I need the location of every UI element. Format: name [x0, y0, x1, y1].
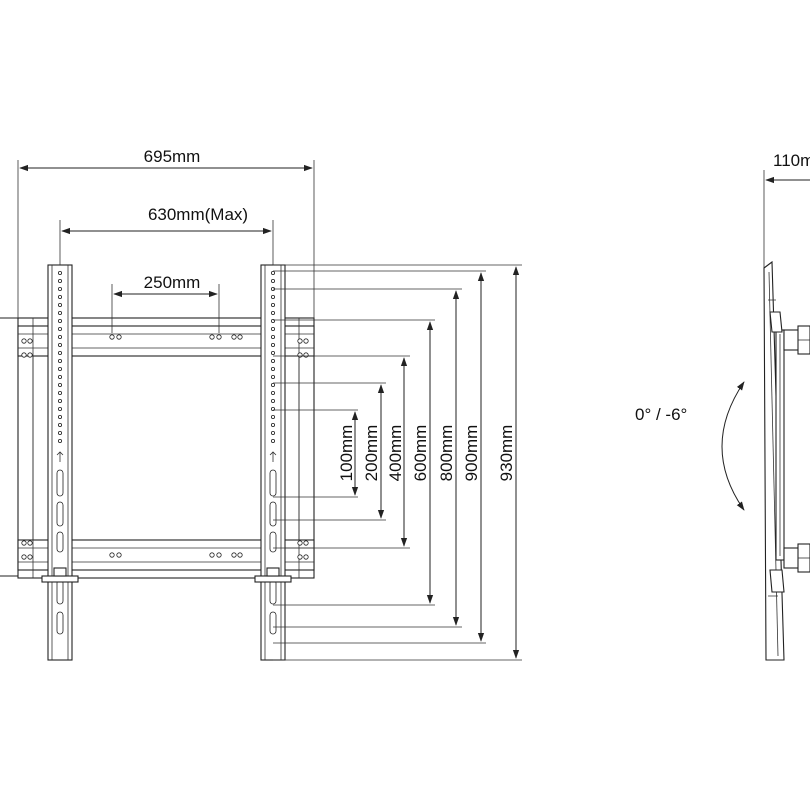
vertical-dimensions: 100mm 200mm 400mm 600mm 800mm 900mm 930m… [273, 264, 522, 661]
label-695mm: 695mm [144, 147, 201, 166]
label-600mm: 600mm [411, 425, 430, 482]
side-bracket [775, 325, 810, 573]
side-view: 110mm 0° / -6° [635, 151, 810, 661]
tilt-indicator: 0° / -6° [635, 381, 745, 511]
dim-min-hole-spacing: 250mm [111, 273, 220, 333]
right-vertical-arm [254, 264, 292, 661]
left-arm-holes [58, 270, 63, 443]
label-800mm: 800mm [437, 425, 456, 482]
left-arm-slots [56, 469, 64, 635]
dim-overall-width: 695mm [17, 147, 315, 318]
label-930mm: 930mm [497, 425, 516, 482]
front-view: 695mm 630mm(Max) 250mm [0, 147, 522, 661]
label-tilt-angle: 0° / -6° [635, 405, 687, 424]
tilt-arrow [721, 381, 745, 511]
display-outline-left [0, 317, 18, 577]
label-900mm: 900mm [462, 425, 481, 482]
dim-depth: 110mm [763, 151, 810, 268]
rail-holes [21, 334, 309, 560]
label-630mm-max: 630mm(Max) [148, 205, 248, 224]
label-400mm: 400mm [386, 425, 405, 482]
dim-max-hole-spacing: 630mm(Max) [59, 205, 274, 265]
label-250mm: 250mm [144, 273, 201, 292]
left-vertical-arm [41, 264, 79, 661]
label-200mm: 200mm [362, 425, 381, 482]
side-hinges [768, 299, 785, 597]
label-100mm: 100mm [337, 425, 356, 482]
label-110mm: 110mm [773, 151, 810, 170]
